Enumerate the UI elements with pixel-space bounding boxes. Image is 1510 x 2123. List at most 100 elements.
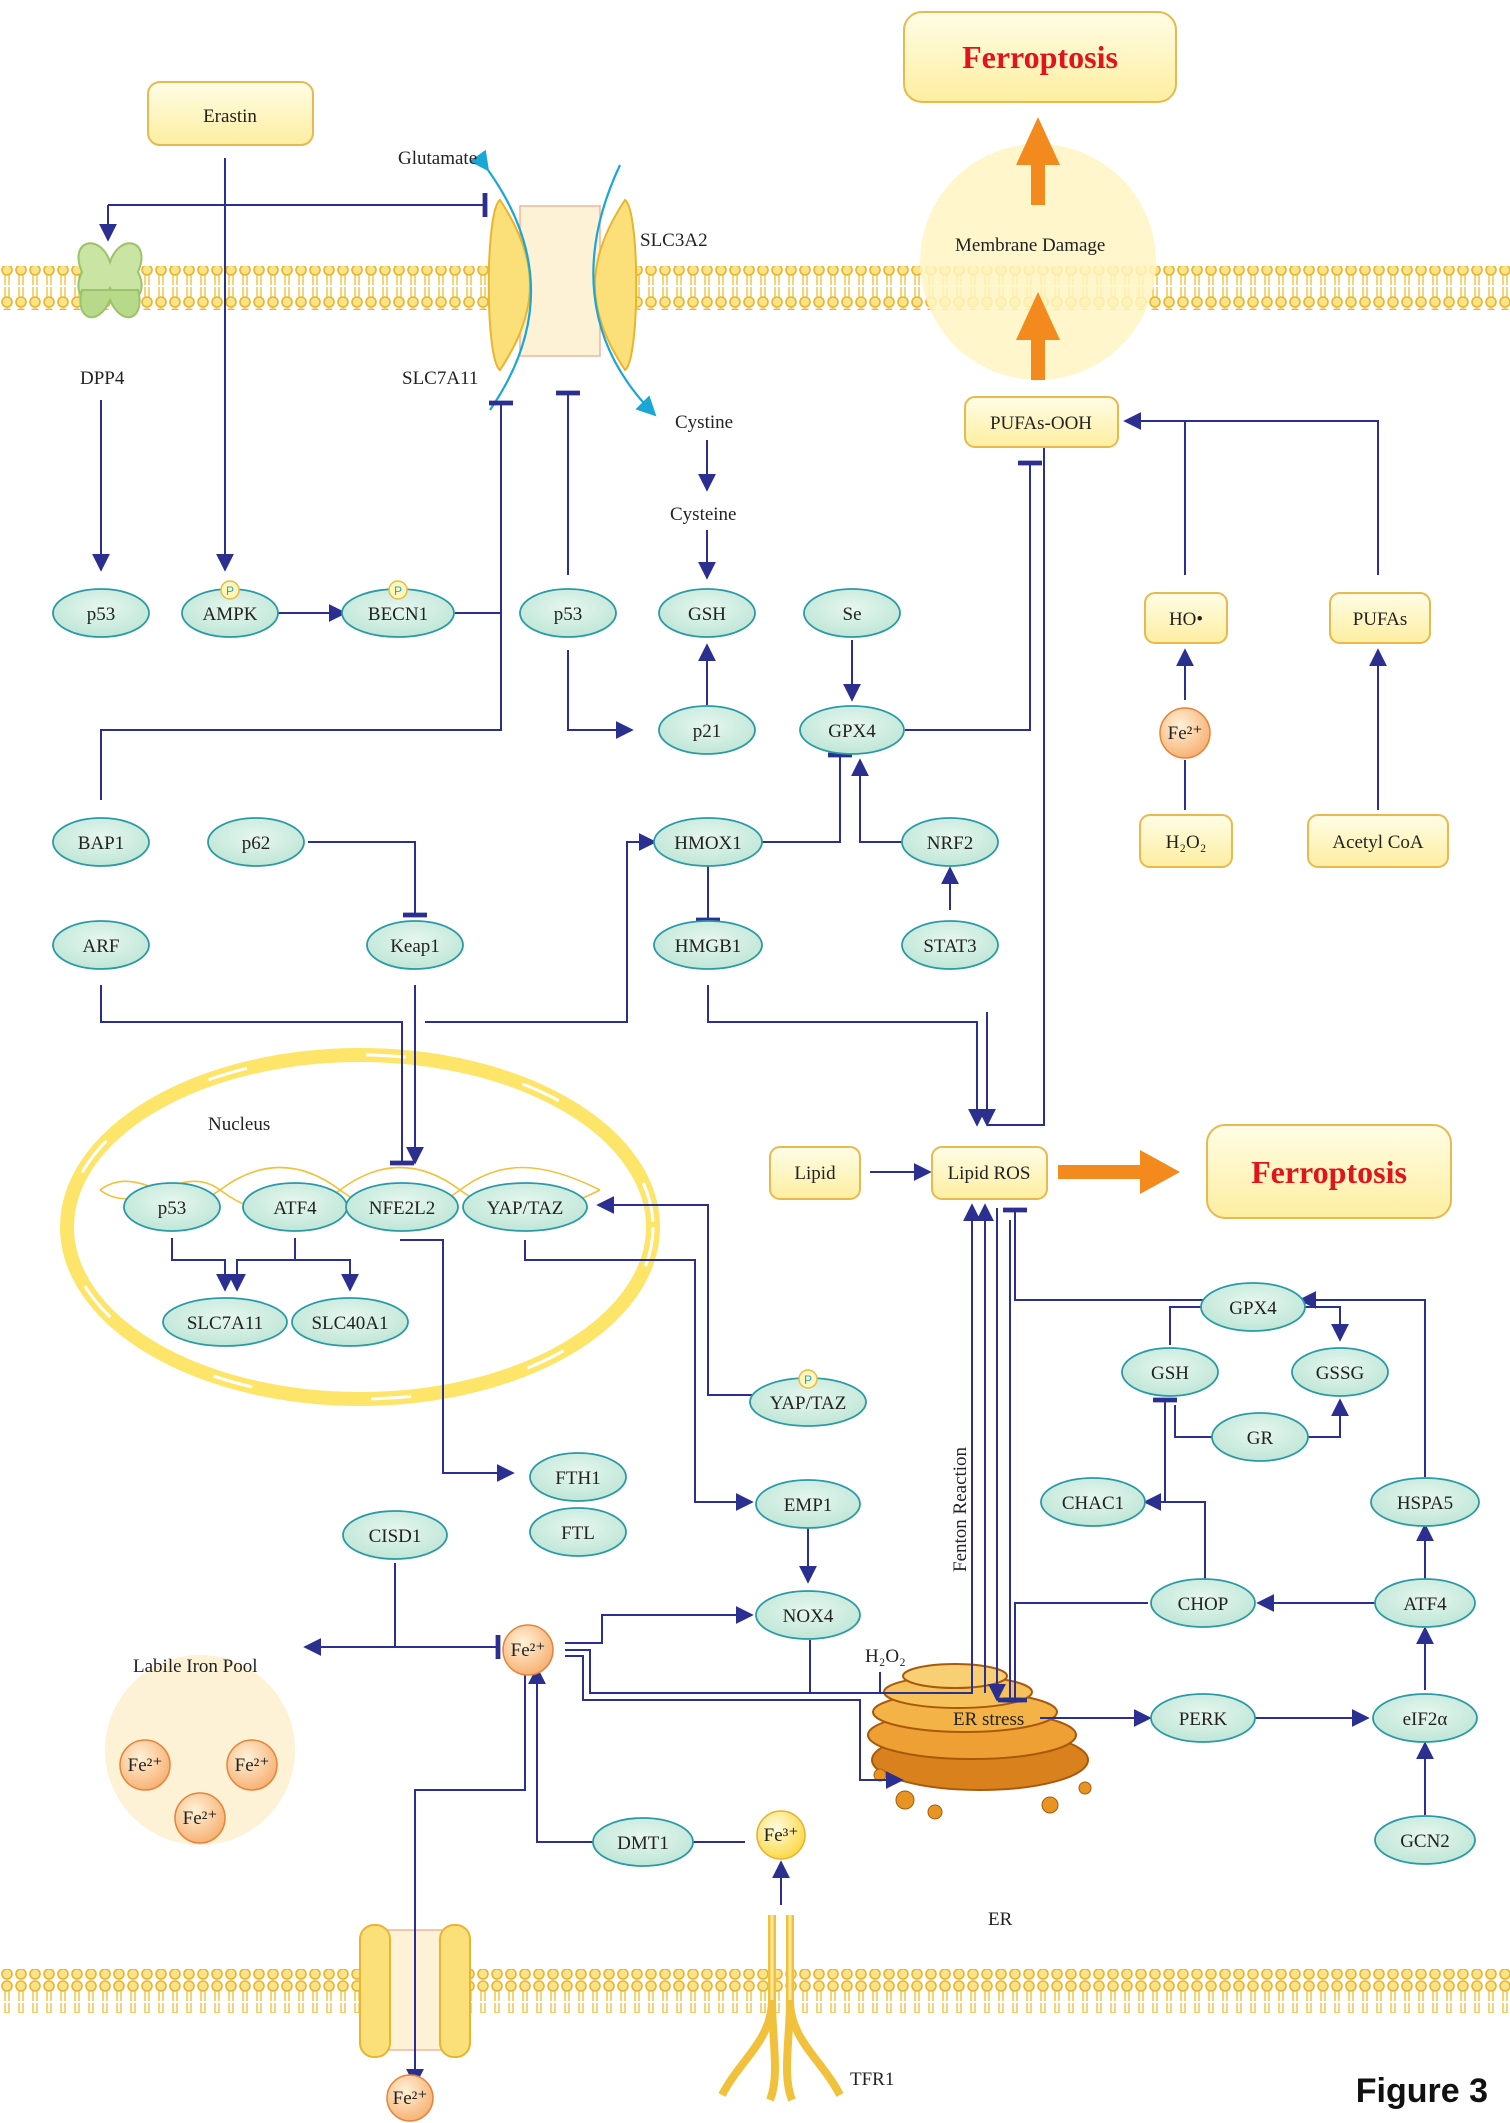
- label-slc7a11-transporter: SLC7A11: [402, 368, 478, 389]
- node-dmt1: DMT1: [592, 1817, 694, 1867]
- box-pufas: PUFAs: [1329, 592, 1431, 644]
- label-h2o2-line: H₂O₂: [865, 1646, 906, 1667]
- label-glutamate: Glutamate: [398, 148, 477, 169]
- svg-text:Fe²⁺: Fe²⁺: [393, 2088, 428, 2109]
- svg-text:ARF: ARF: [83, 936, 120, 957]
- node-ampk: AMPK: [181, 588, 279, 638]
- node-cisd1: CISD1: [342, 1510, 448, 1560]
- ion-fe2-pool-1: Fe²⁺: [119, 1739, 171, 1791]
- node-hmox1: HMOX1: [653, 817, 763, 867]
- pathway-connectors: [92, 158, 1434, 2087]
- node-ftl: FTL: [529, 1507, 627, 1557]
- node-p21: p21: [658, 705, 756, 755]
- label-membrane-damage: Membrane Damage: [955, 235, 1105, 256]
- box-pufas-ooh: PUFAs-OOH: [964, 396, 1119, 448]
- svg-text:YAP/TAZ: YAP/TAZ: [770, 1393, 847, 1414]
- label-tfr1: TFR1: [850, 2069, 894, 2090]
- ion-fe2-center: Fe²⁺: [502, 1624, 554, 1676]
- label-er-stress: ER stress: [953, 1709, 1024, 1730]
- ferroptosis-title-top: Ferroptosis: [903, 11, 1177, 103]
- svg-text:Acetyl CoA: Acetyl CoA: [1332, 832, 1424, 853]
- svg-text:p21: p21: [693, 721, 722, 742]
- label-dpp4: DPP4: [80, 368, 125, 389]
- svg-text:H₂O₂: H₂O₂: [1166, 832, 1207, 853]
- svg-text:Fe²⁺: Fe²⁺: [128, 1755, 163, 1776]
- node-gr: GR: [1211, 1412, 1309, 1462]
- svg-text:Fe²⁺: Fe²⁺: [511, 1640, 546, 1661]
- node-gssg: GSSG: [1291, 1347, 1389, 1397]
- node-fth1: FTH1: [529, 1452, 627, 1502]
- svg-text:CISD1: CISD1: [369, 1526, 422, 1547]
- node-se: Se: [803, 588, 901, 638]
- node-yaptaz-nucleus: YAP/TAZ: [462, 1182, 588, 1232]
- ferroptosis-title-mid: Ferroptosis: [1206, 1124, 1452, 1219]
- svg-text:ATF4: ATF4: [1403, 1594, 1447, 1615]
- svg-text:DMT1: DMT1: [617, 1833, 669, 1854]
- node-emp1: EMP1: [755, 1479, 861, 1529]
- svg-text:Fe³⁺: Fe³⁺: [764, 1825, 799, 1846]
- label-cystine: Cystine: [675, 412, 733, 433]
- svg-text:NOX4: NOX4: [783, 1606, 834, 1627]
- node-atf4-nucleus: ATF4: [242, 1182, 348, 1232]
- box-erastin: Erastin: [147, 81, 314, 146]
- svg-text:Erastin: Erastin: [203, 106, 257, 127]
- svg-text:GR: GR: [1247, 1428, 1274, 1449]
- label-er: ER: [988, 1909, 1013, 1930]
- node-slc40a1: SLC40A1: [291, 1297, 409, 1347]
- svg-text:BECN1: BECN1: [368, 604, 428, 625]
- svg-text:eIF2α: eIF2α: [1403, 1709, 1448, 1730]
- svg-text:p53: p53: [87, 604, 116, 625]
- svg-text:NRF2: NRF2: [927, 833, 973, 854]
- er-organelle-icon: [867, 1663, 1092, 1820]
- node-gcn2: GCN2: [1374, 1815, 1476, 1865]
- box-lipid: Lipid: [769, 1146, 861, 1200]
- label-labile-iron-pool: Labile Iron Pool: [133, 1656, 258, 1677]
- box-acetyl-coa: Acetyl CoA: [1307, 814, 1449, 868]
- node-gpx4-top: GPX4: [799, 705, 905, 755]
- node-p53-a: p53: [52, 588, 150, 638]
- node-stat3: STAT3: [901, 920, 999, 970]
- svg-text:FTL: FTL: [561, 1523, 595, 1544]
- ion-fe2-pool-2: Fe²⁺: [226, 1739, 278, 1791]
- figure-label: Figure 3: [1355, 2072, 1488, 2110]
- svg-text:ATF4: ATF4: [273, 1198, 317, 1219]
- node-p53-b: p53: [519, 588, 617, 638]
- label-cysteine: Cysteine: [670, 504, 737, 525]
- svg-text:HO•: HO•: [1169, 609, 1203, 630]
- ferroptosis-mid-text: Ferroptosis: [1251, 1154, 1407, 1190]
- svg-text:PUFAs: PUFAs: [1353, 609, 1408, 630]
- svg-text:CHAC1: CHAC1: [1062, 1493, 1124, 1514]
- ion-fe2-pool-3: Fe²⁺: [174, 1792, 226, 1844]
- membrane-damage-halo: [920, 144, 1156, 380]
- svg-text:SLC7A11: SLC7A11: [187, 1313, 263, 1334]
- phospho-ampk: P: [220, 580, 240, 600]
- node-atf4-right: ATF4: [1374, 1578, 1476, 1628]
- svg-text:Fe²⁺: Fe²⁺: [1168, 723, 1203, 744]
- phospho-becn1: P: [388, 580, 408, 600]
- svg-text:GCN2: GCN2: [1400, 1831, 1450, 1852]
- node-bap1: BAP1: [52, 817, 150, 867]
- node-eif2a: eIF2α: [1372, 1693, 1478, 1743]
- ferroptosis-top-text: Ferroptosis: [962, 39, 1118, 75]
- membrane-top: [0, 266, 1510, 310]
- node-slc7a11-nucleus: SLC7A11: [162, 1297, 288, 1347]
- svg-text:GPX4: GPX4: [1229, 1298, 1277, 1319]
- box-ho-radical: HO•: [1144, 592, 1228, 644]
- ion-fe3: Fe³⁺: [756, 1810, 806, 1860]
- svg-text:p53: p53: [554, 604, 583, 625]
- node-chac1: CHAC1: [1040, 1477, 1146, 1527]
- label-slc3a2: SLC3A2: [640, 230, 708, 251]
- node-hmgb1: HMGB1: [653, 920, 763, 970]
- node-gpx4-right: GPX4: [1200, 1282, 1306, 1332]
- membrane-bottom: [0, 1969, 1510, 2013]
- svg-text:FTH1: FTH1: [555, 1468, 600, 1489]
- svg-text:Lipid: Lipid: [794, 1163, 836, 1184]
- node-gsh-top: GSH: [658, 588, 756, 638]
- svg-text:EMP1: EMP1: [784, 1495, 833, 1516]
- node-nox4: NOX4: [755, 1590, 861, 1640]
- svg-text:YAP/TAZ: YAP/TAZ: [487, 1198, 564, 1219]
- svg-text:HMGB1: HMGB1: [675, 936, 742, 957]
- node-chop: CHOP: [1150, 1578, 1256, 1628]
- svg-text:GPX4: GPX4: [828, 721, 876, 742]
